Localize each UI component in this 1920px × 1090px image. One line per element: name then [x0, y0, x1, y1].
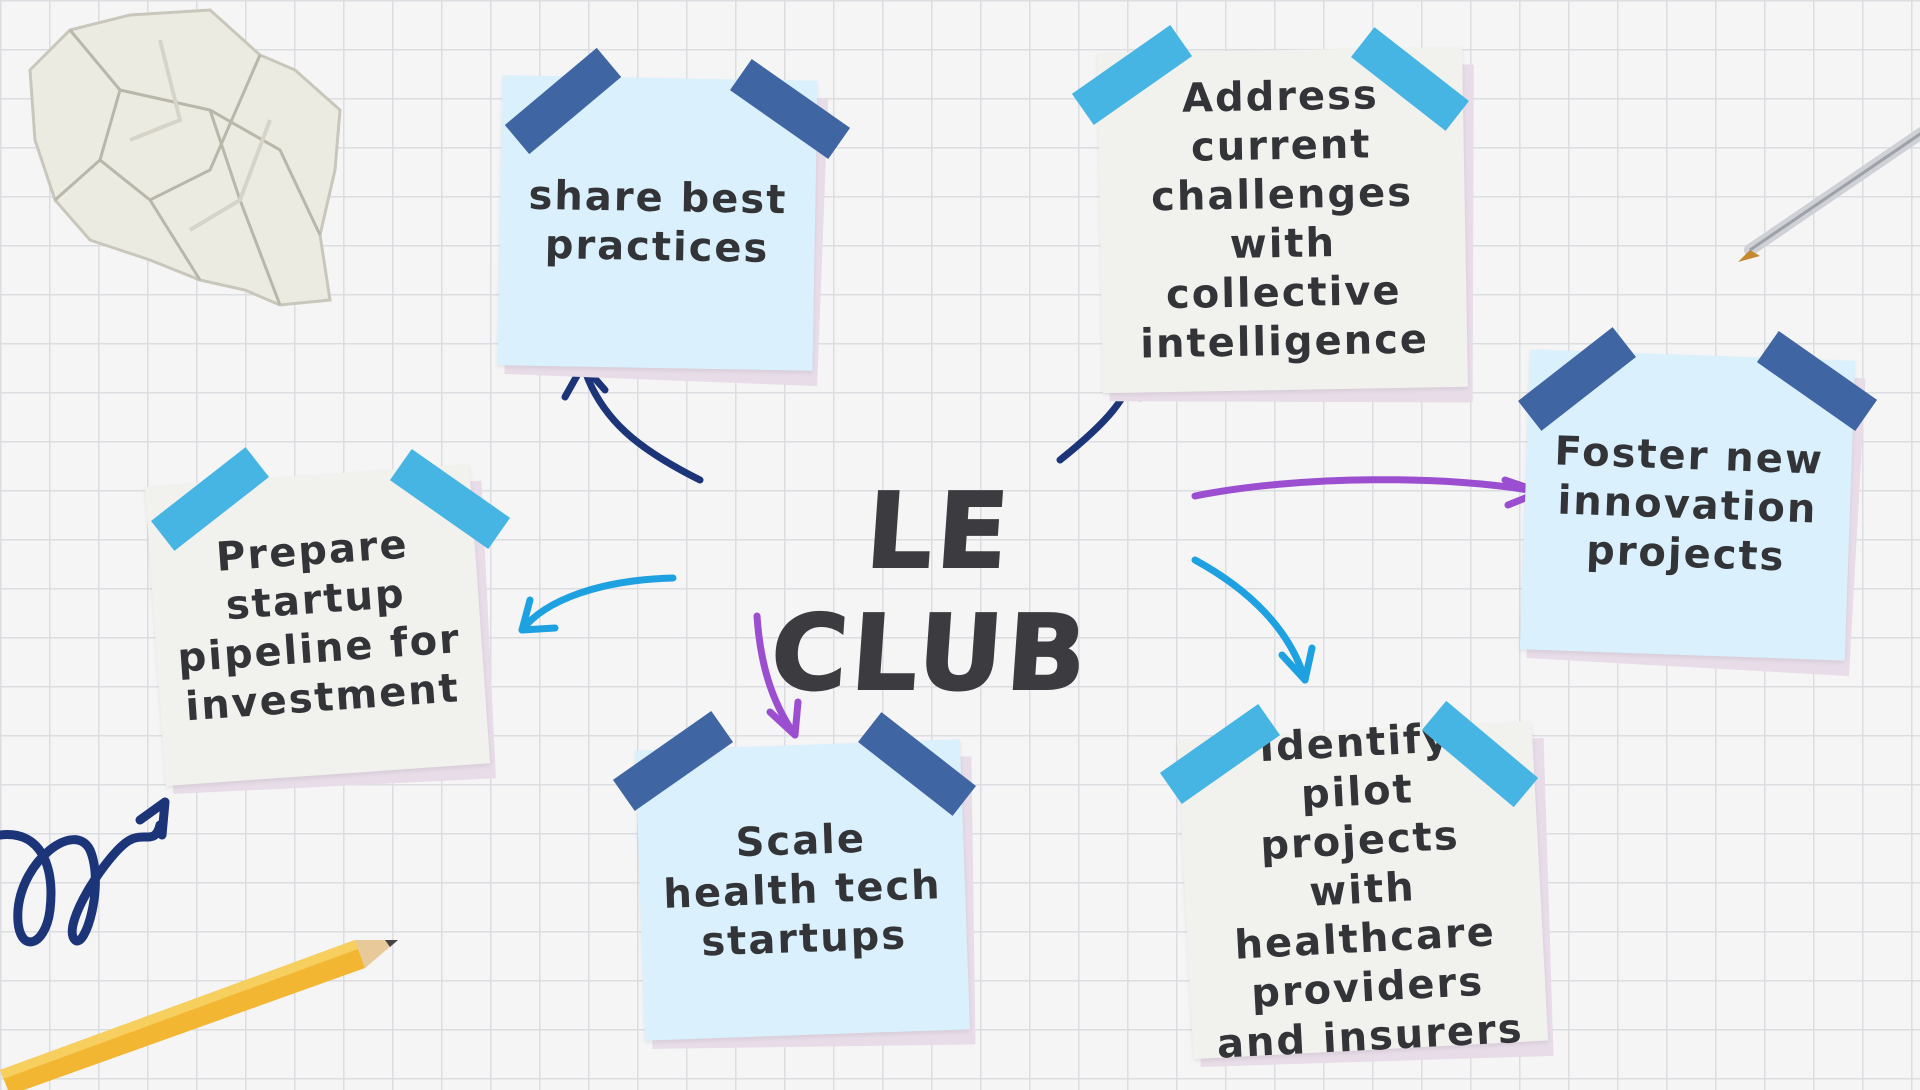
note-text: Address current challenges with collecti…	[1139, 72, 1430, 368]
swirl-arrow-icon	[0, 797, 170, 947]
note-text: Prepare startup pipeline for investment	[176, 521, 463, 731]
note-text: share best practices	[528, 172, 788, 272]
pencil-image	[0, 940, 398, 1090]
arrow-to-foster-innovation	[1191, 476, 1544, 500]
arrow-to-scale-startups	[753, 612, 799, 739]
note-text: Foster new innovation projects	[1553, 427, 1825, 580]
arrow-to-share-best-practices	[579, 361, 704, 484]
pen-image	[1738, 126, 1920, 262]
arrow-to-identify-pilots	[1191, 556, 1309, 684]
arrow-to-prepare-pipeline	[518, 574, 677, 634]
note-text: Scale health tech startups	[662, 815, 943, 966]
central-title: LE CLUB	[766, 469, 1095, 715]
crumpled-paper-image	[28, 8, 342, 307]
